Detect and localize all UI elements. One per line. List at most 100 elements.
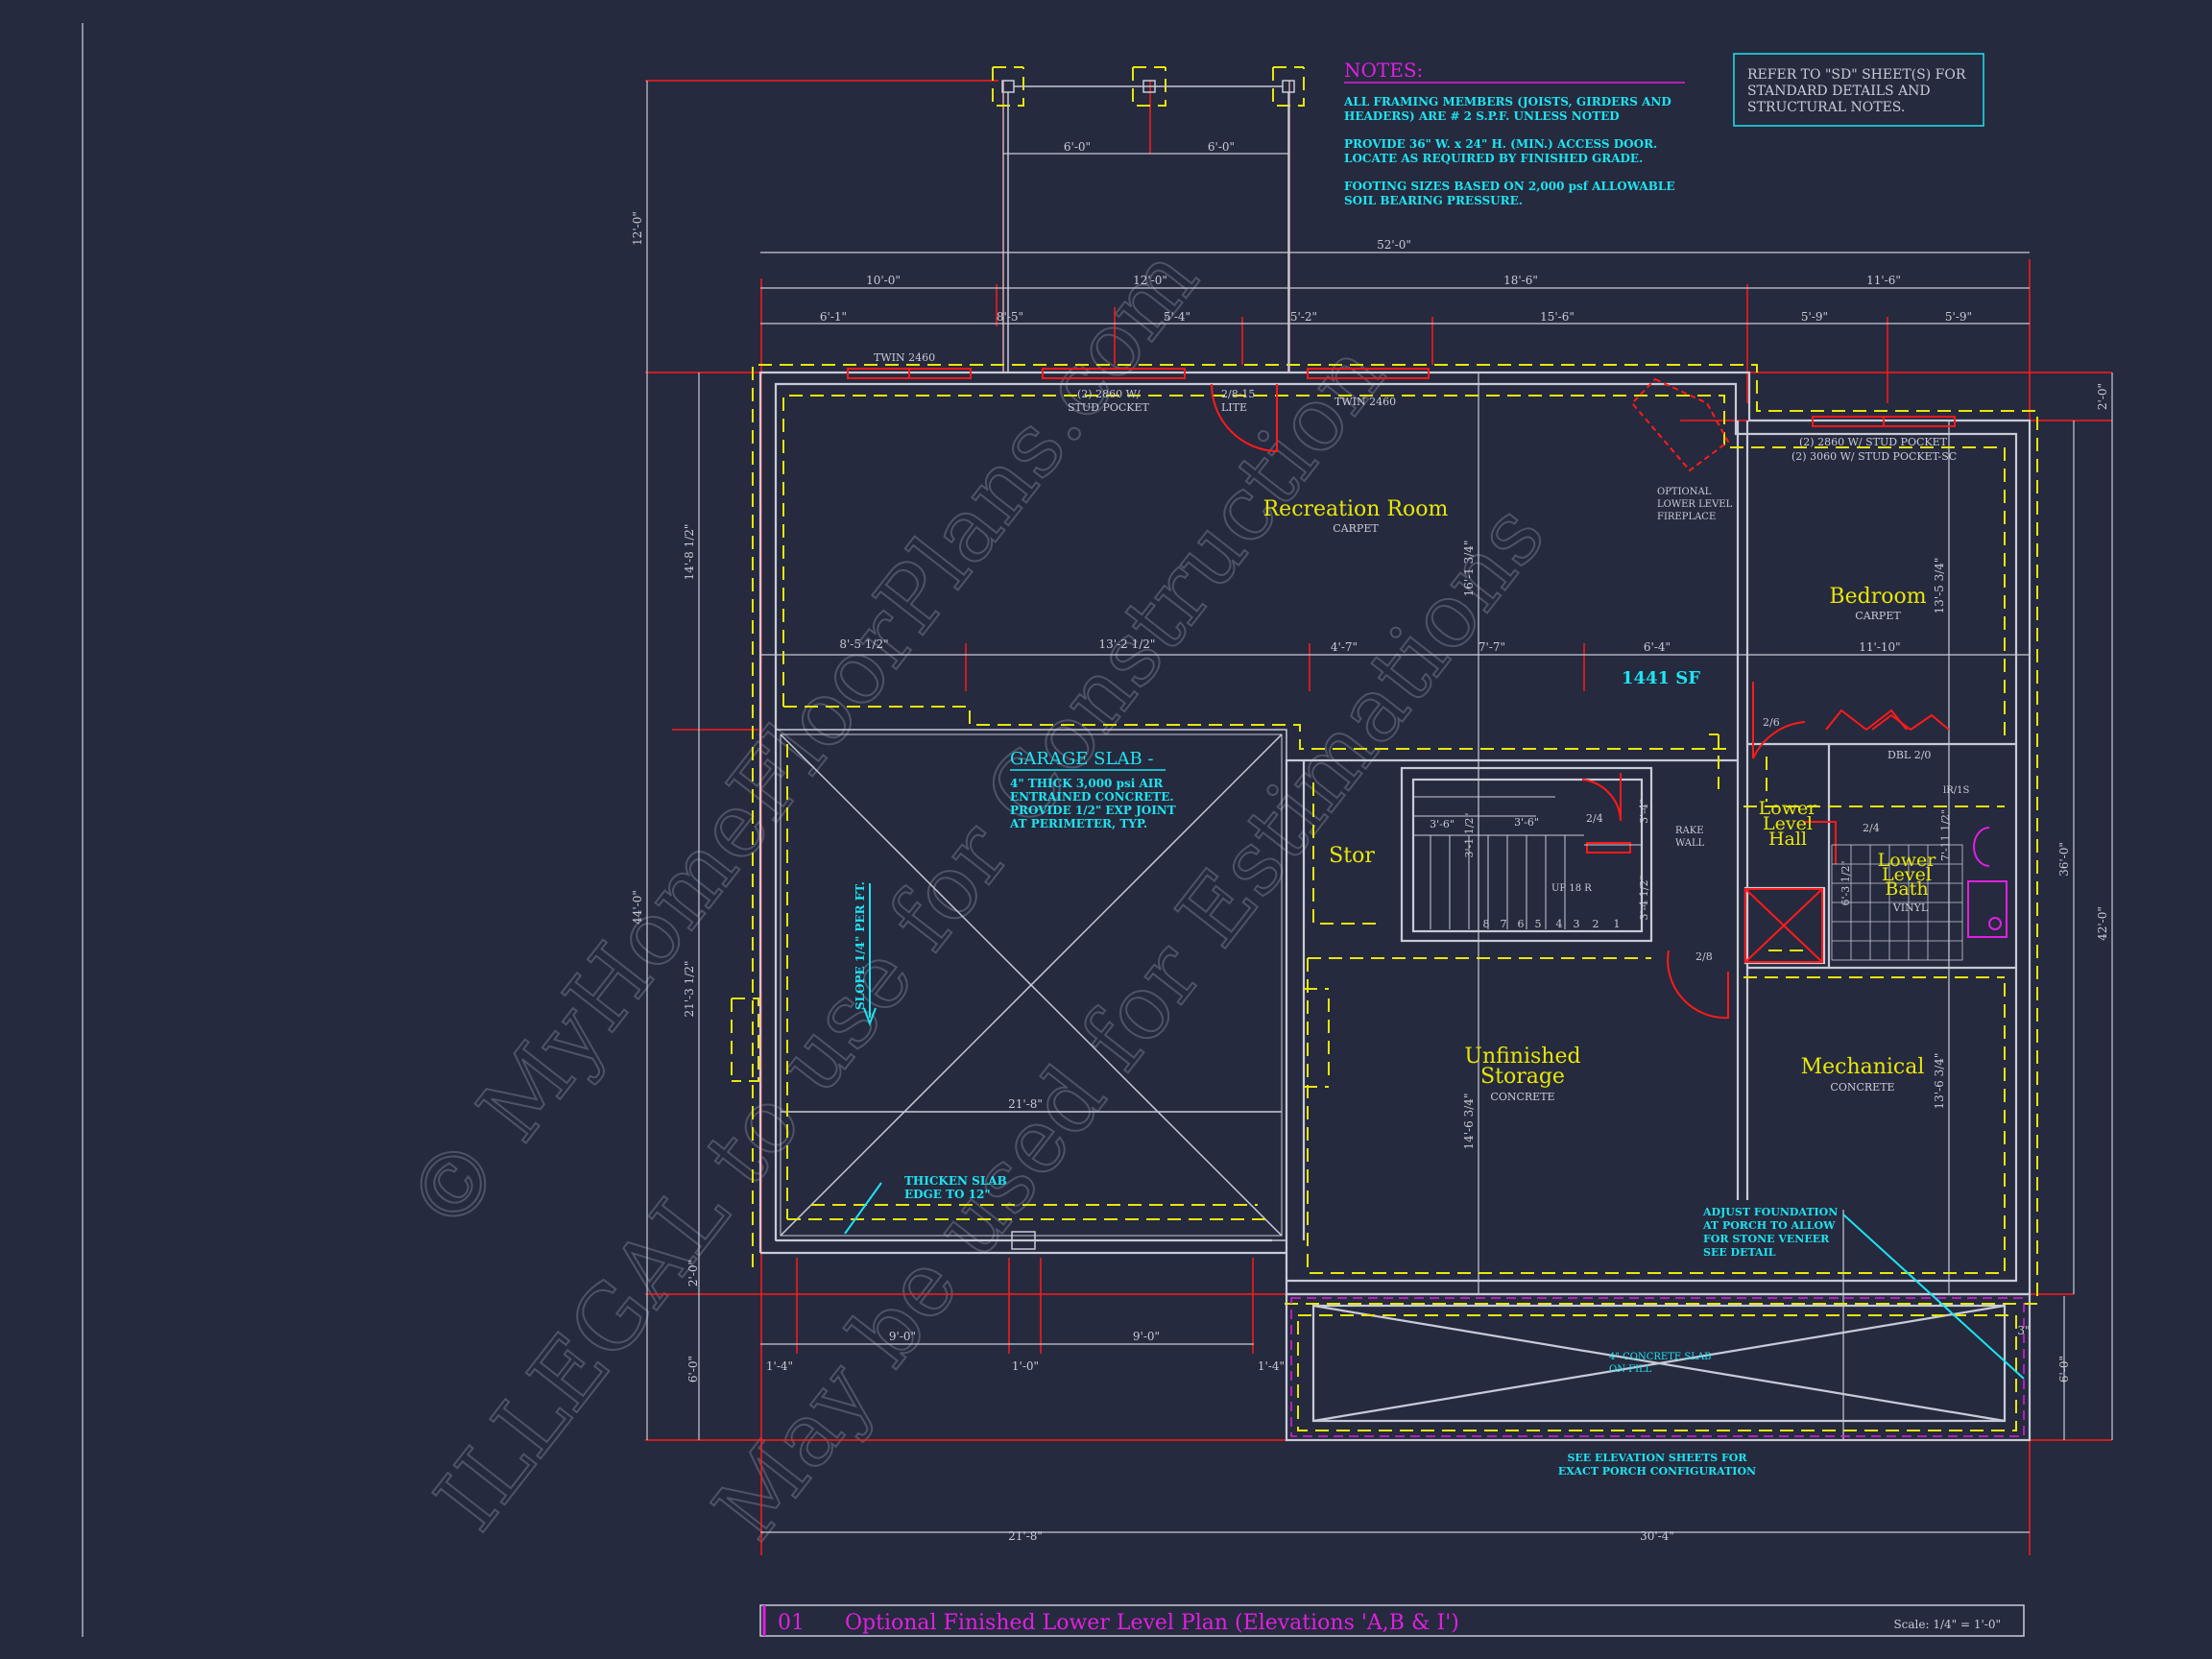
callout-twin-left: TWIN 2460 bbox=[874, 351, 935, 364]
dim-21-8-bottom: 21'-8" bbox=[1008, 1529, 1043, 1543]
stair-number: 2 bbox=[1593, 918, 1599, 930]
bath-fixtures bbox=[1967, 827, 2008, 938]
dim-18-6: 18'-6" bbox=[1503, 274, 1538, 287]
stair-number: 8 bbox=[1483, 918, 1490, 930]
footing-lines bbox=[731, 66, 2038, 1431]
room-lower-hall-3: Hall bbox=[1768, 829, 1807, 850]
room-unfinished-2: Storage bbox=[1480, 1065, 1565, 1089]
title-bar: 01 Optional Finished Lower Level Plan (E… bbox=[759, 1604, 2025, 1637]
room-unfinished-1: Unfinished bbox=[1464, 1045, 1580, 1069]
dim-21-3-half: 21'-3 1/2" bbox=[683, 961, 696, 1018]
dim-30-4: 30'-4" bbox=[1640, 1529, 1674, 1543]
dim-21-8-slab: 21'-8" bbox=[1008, 1097, 1043, 1111]
dim-13-6: 13'-6 3/4" bbox=[1933, 1053, 1946, 1110]
notes-line-5: FOOTING SIZES BASED ON 2,000 psf ALLOWAB… bbox=[1344, 180, 1674, 193]
notes-block: NOTES: ALL FRAMING MEMBERS (JOISTS, GIRD… bbox=[1343, 59, 1685, 207]
notes-line-6: SOIL BEARING PRESSURE. bbox=[1344, 194, 1523, 207]
dim-11-10: 11'-10" bbox=[1859, 640, 1900, 654]
porch-edge bbox=[1290, 1297, 2025, 1437]
room-lower-bath-2: Level bbox=[1882, 864, 1932, 885]
adjust-note: ADJUST FOUNDATION AT PORCH TO ALLOW FOR … bbox=[1702, 1206, 1838, 1259]
dim-5-4: 5'-4" bbox=[1164, 310, 1190, 324]
elevation-line-2: EXACT PORCH CONFIGURATION bbox=[1558, 1465, 1756, 1478]
room-recreation-finish: CARPET bbox=[1333, 522, 1379, 535]
callout-lr: lR/1S bbox=[1943, 785, 1969, 796]
dim-2-0-right: 2'-0" bbox=[2096, 383, 2109, 410]
dim-14-6: 14'-6 3/4" bbox=[1462, 1094, 1476, 1150]
elevation-line-1: SEE ELEVATION SHEETS FOR bbox=[1567, 1452, 1747, 1464]
refer-line-3: STRUCTURAL NOTES. bbox=[1747, 100, 1905, 115]
dim-1-4-b: 1'-4" bbox=[1258, 1359, 1285, 1373]
dim-12-0: 12'-0" bbox=[1133, 274, 1167, 287]
notes-line-2: HEADERS) ARE # 2 S.P.F. UNLESS NOTED bbox=[1344, 109, 1620, 123]
stair-number: 1 bbox=[1614, 918, 1621, 930]
garage-slope: SLOPE 1/4" PER FT. bbox=[854, 881, 867, 1010]
stair-numbers: 8 7 6 5 4 3 2 1 bbox=[1483, 918, 1621, 930]
dim-2-0-left: 2'-0" bbox=[686, 1260, 700, 1286]
stair-treads bbox=[1413, 796, 1642, 929]
dim-6-0-right: 6'-0" bbox=[2057, 1356, 2071, 1382]
vertical-dimension-text: 12'-0" 14'-8 1/2" 44'-0" 21'-3 1/2" 2'-0… bbox=[631, 211, 2109, 1382]
dimension-text: 6'-0" 6'-0" 52'-0" 10'-0" 12'-0" 18'-6" … bbox=[766, 140, 2031, 1543]
room-lower-bath-3: Bath bbox=[1885, 878, 1928, 900]
room-mechanical-finish: CONCRETE bbox=[1830, 1081, 1894, 1094]
dim-6-3: 6'-3 1/2" bbox=[1839, 861, 1852, 906]
room-lower-bath-1: Lower bbox=[1878, 850, 1937, 871]
dim-1-0: 1'-0" bbox=[1012, 1359, 1039, 1373]
callout-lite-2: LITE bbox=[1221, 401, 1247, 414]
dim-3-6-a: 3'-6" bbox=[1430, 818, 1455, 830]
dim-36-0: 36'-0" bbox=[2057, 842, 2071, 877]
callout-stairs: UP 18 R bbox=[1551, 883, 1592, 894]
dim-13-5: 13'-5 3/4" bbox=[1933, 558, 1946, 614]
windows bbox=[847, 368, 1956, 854]
dim-5-9-b: 5'-9" bbox=[1945, 310, 1972, 324]
garage-line-4: AT PERIMETER, TYP. bbox=[1009, 817, 1147, 830]
garage-line-1: 4" THICK 3,000 psi AIR bbox=[1010, 777, 1164, 790]
callout-door-24b: 2/4 bbox=[1863, 822, 1880, 834]
notes-line-4: LOCATE AS REQUIRED BY FINISHED GRADE. bbox=[1344, 152, 1643, 165]
adjust-line-1: ADJUST FOUNDATION bbox=[1702, 1206, 1838, 1218]
dim-3-4-b: 3'-4 1/2" bbox=[1638, 876, 1650, 921]
columns bbox=[1001, 80, 1295, 373]
room-bedroom: Bedroom bbox=[1829, 585, 1926, 609]
callout-rake-1: RAKE bbox=[1675, 826, 1704, 836]
callout-door-28: 2/8 bbox=[1695, 950, 1713, 963]
garage-title: GARAGE SLAB - bbox=[1010, 749, 1153, 769]
callout-lite-1: 2/8-15 bbox=[1221, 388, 1255, 400]
notes-line-1: ALL FRAMING MEMBERS (JOISTS, GIRDERS AND bbox=[1343, 95, 1671, 108]
dim-7-11: 7'-11 1/2" bbox=[1939, 809, 1952, 861]
dim-14-8-half: 14'-8 1/2" bbox=[683, 524, 696, 581]
callout-porch-slab-2: ON FILL bbox=[1609, 1364, 1652, 1375]
dim-3-6-b: 3'-6" bbox=[1514, 816, 1539, 829]
room-mechanical: Mechanical bbox=[1801, 1055, 1925, 1079]
stair-number: 7 bbox=[1501, 918, 1507, 930]
garage-line-3: PROVIDE 1/2" EXP JOINT bbox=[1010, 804, 1176, 817]
callout-stud-pocket-1: (2) 2860 W/ bbox=[1077, 388, 1141, 400]
title-number: 01 bbox=[778, 1611, 805, 1635]
adjust-line-4: SEE DETAIL bbox=[1703, 1246, 1776, 1259]
dim-9-0-b: 9'-0" bbox=[1133, 1330, 1160, 1343]
callout-twin-right: TWIN 2460 bbox=[1334, 396, 1396, 408]
adjust-line-2: AT PORCH TO ALLOW bbox=[1702, 1219, 1836, 1232]
room-lower-hall-2: Level bbox=[1763, 813, 1813, 834]
dim-5-2: 5'-2" bbox=[1290, 310, 1317, 324]
dim-8-5: 8'-5" bbox=[997, 310, 1023, 324]
room-lower-hall-1: Lower bbox=[1759, 798, 1818, 819]
refer-line-1: REFER TO "SD" SHEET(S) FOR bbox=[1747, 67, 1966, 83]
room-unfinished-finish: CONCRETE bbox=[1490, 1091, 1554, 1103]
stair-number: 6 bbox=[1518, 918, 1525, 930]
dim-3-4-a: 3'-4" bbox=[1638, 799, 1650, 824]
dim-9-0-a: 9'-0" bbox=[889, 1330, 916, 1343]
callout-door-26: 2/6 bbox=[1763, 716, 1780, 729]
dimension-lines bbox=[646, 81, 2113, 1533]
dim-42-0: 42'-0" bbox=[2096, 906, 2109, 941]
notes-line-3: PROVIDE 36" W. x 24" H. (MIN.) ACCESS DO… bbox=[1344, 137, 1657, 151]
stair-number: 3 bbox=[1574, 918, 1580, 930]
dim-1-4-a: 1'-4" bbox=[766, 1359, 793, 1373]
dim-7-7: 7'-7" bbox=[1479, 640, 1505, 654]
callout-bed-window-1: (2) 2860 W/ STUD POCKET bbox=[1799, 436, 1948, 448]
dim-13-2-half: 13'-2 1/2" bbox=[1099, 637, 1156, 651]
title-text: Optional Finished Lower Level Plan (Elev… bbox=[845, 1611, 1459, 1635]
title-scale: Scale: 1/4" = 1'-0" bbox=[1893, 1618, 2001, 1631]
